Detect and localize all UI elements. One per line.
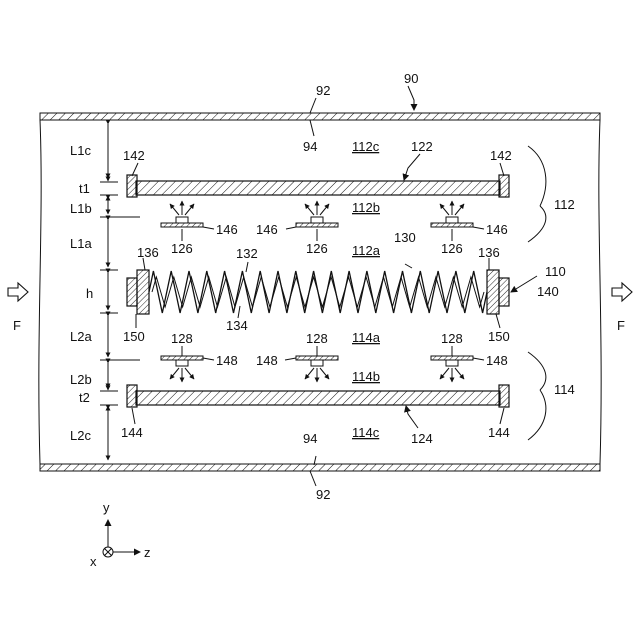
ref-142-left: 142 <box>123 148 145 163</box>
ref-132: 132 <box>236 246 258 261</box>
dim-L1c: L1c <box>70 143 91 158</box>
ref-148-center: 148 <box>256 353 278 368</box>
ref-150-right: 150 <box>488 329 510 344</box>
dim-L2a: L2a <box>70 329 92 344</box>
dim-h: h <box>86 286 93 301</box>
upper-heat-arrows <box>170 201 464 215</box>
ref-128-center: 128 <box>306 331 328 346</box>
upper-heater-right <box>431 217 473 227</box>
ref-134: 134 <box>226 318 248 333</box>
ref-140: 140 <box>537 284 559 299</box>
ref-124: 124 <box>411 431 433 446</box>
left-holder <box>127 270 149 314</box>
ref-142-right: 142 <box>490 148 512 163</box>
lower-heater-right <box>431 356 473 366</box>
flow-arrow-left <box>8 283 28 301</box>
ref-94-bottom: 94 <box>303 431 317 446</box>
flow-label-left: F <box>13 318 21 333</box>
ref-90: 90 <box>404 71 418 86</box>
duct-top-wall <box>40 113 600 120</box>
ref-144-right: 144 <box>488 425 510 440</box>
ref-146-center: 146 <box>256 222 278 237</box>
ref-122: 122 <box>411 139 433 154</box>
corrugated-sheet <box>149 271 487 313</box>
dim-L2c: L2c <box>70 428 91 443</box>
upper-heater-center <box>296 217 338 227</box>
ref-128-left: 128 <box>171 331 193 346</box>
dim-L1a: L1a <box>70 236 92 251</box>
ref-94-top: 94 <box>303 139 317 154</box>
upper-heater-left <box>161 217 203 227</box>
ref-146-left: 146 <box>216 222 238 237</box>
ref-114: 114 <box>554 382 575 397</box>
ref-126-center: 126 <box>306 241 328 256</box>
ref-148-left: 148 <box>216 353 238 368</box>
bracket-142-left <box>127 175 137 197</box>
axis-label-x: x <box>90 554 97 569</box>
ref-126-left: 126 <box>171 241 193 256</box>
dim-t2: t2 <box>79 390 90 405</box>
upper-plate <box>136 181 500 195</box>
duct-right-end <box>599 120 601 464</box>
bracket-142-right <box>499 175 509 197</box>
ref-144-left: 144 <box>121 425 143 440</box>
ref-136-right: 136 <box>478 245 500 260</box>
lower-plate <box>136 391 500 405</box>
dim-L1b: L1b <box>70 201 92 216</box>
ref-112b: 112b <box>352 200 380 215</box>
ref-150-left: 150 <box>123 329 145 344</box>
ref-146-right: 146 <box>486 222 508 237</box>
duct-bottom-wall <box>40 464 600 471</box>
ref-128-right: 128 <box>441 331 463 346</box>
ref-130: 130 <box>394 230 416 245</box>
ref-114a: 114a <box>352 330 381 345</box>
duct-left-end <box>39 120 41 464</box>
flow-arrow-right <box>612 283 632 301</box>
ref-148-right: 148 <box>486 353 508 368</box>
ref-126-right: 126 <box>441 241 463 256</box>
coordinate-axes <box>103 520 140 557</box>
ref-112a: 112a <box>352 243 381 258</box>
dim-L2b: L2b <box>70 372 92 387</box>
ref-92-bottom: 92 <box>316 487 330 502</box>
axis-label-y: y <box>103 500 110 515</box>
ref-114b: 114b <box>352 369 380 384</box>
bracket-144-right <box>499 385 509 407</box>
right-holder <box>487 270 509 314</box>
ref-92-top: 92 <box>316 83 330 98</box>
dim-t1: t1 <box>79 181 90 196</box>
axis-label-z: z <box>144 545 151 560</box>
ref-136-left: 136 <box>137 245 159 260</box>
ref-110: 110 <box>545 264 566 279</box>
lower-heat-arrows <box>170 368 464 382</box>
bracket-144-left <box>127 385 137 407</box>
lower-heater-center <box>296 356 338 366</box>
ref-112: 112 <box>554 197 575 212</box>
ref-114c: 114c <box>352 425 380 440</box>
flow-label-right: F <box>617 318 625 333</box>
ref-112c: 112c <box>352 139 380 154</box>
lower-heater-left <box>161 356 203 366</box>
